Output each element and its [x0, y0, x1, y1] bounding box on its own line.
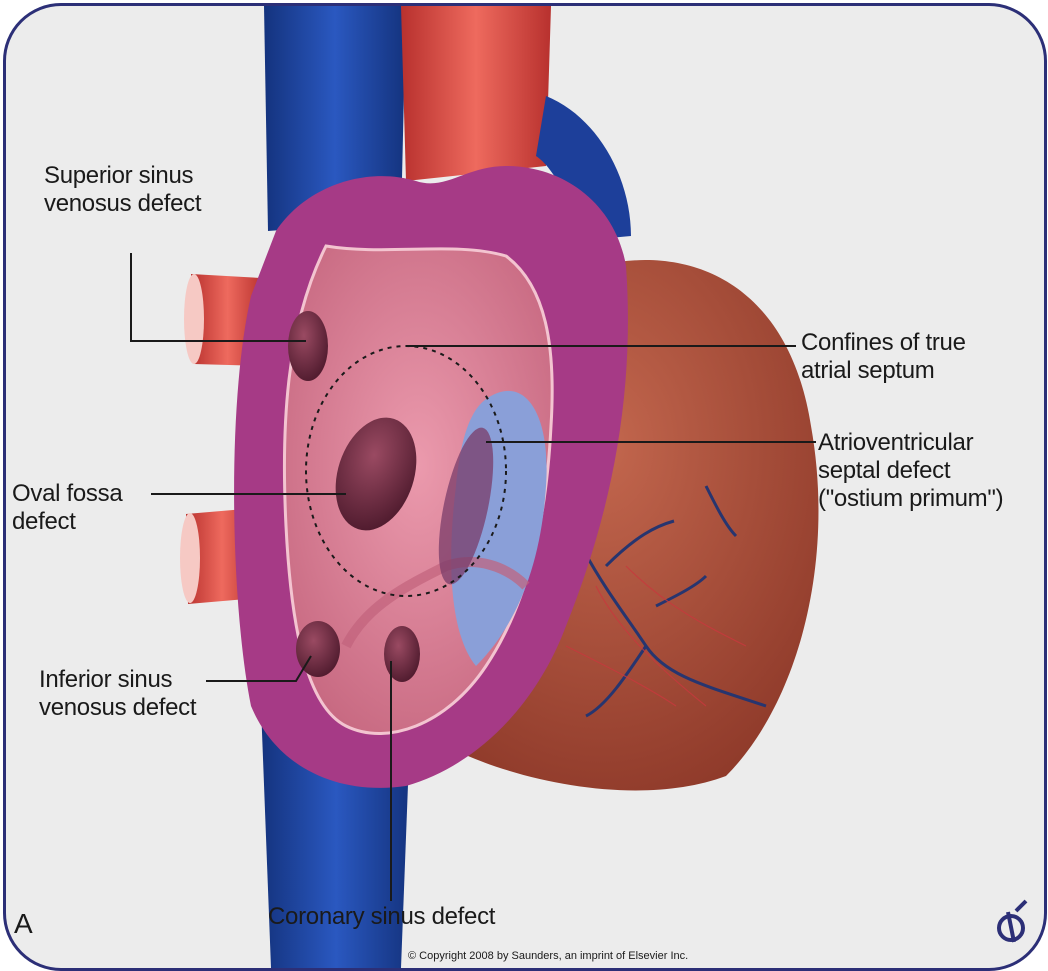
label-confines-of-true-atrial-septum: Confines of true atrial septum [801, 329, 966, 385]
label-inferior-sinus-venosus-defect: Inferior sinus venosus defect [39, 666, 196, 722]
panel-letter: A [14, 908, 33, 940]
publisher-logo [999, 901, 1026, 942]
copyright-notice: © Copyright 2008 by Saunders, an imprint… [408, 950, 688, 962]
label-atrioventricular-septal-defect: Atrioventricular septal defect ("ostium … [818, 429, 1003, 513]
figure-frame: Superior sinus venosus defect Confines o… [3, 3, 1047, 971]
coronary-sinus-hole [384, 626, 420, 682]
aorta [401, 6, 551, 181]
label-oval-fossa-defect: Oval fossa defect [12, 480, 122, 536]
label-coronary-sinus-defect: Coronary sinus defect [268, 903, 495, 931]
label-superior-sinus-venosus-defect: Superior sinus venosus defect [44, 162, 201, 218]
superior-sinus-hole [288, 311, 328, 381]
